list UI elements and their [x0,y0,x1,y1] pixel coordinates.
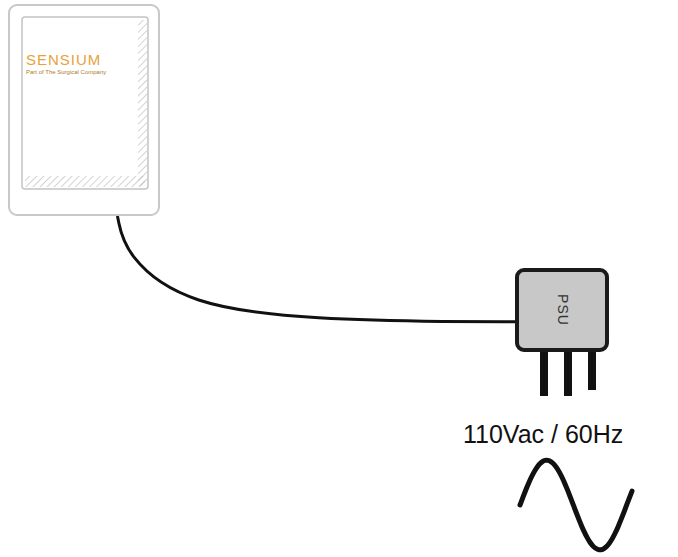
psu-box: PSU [515,268,609,352]
plug-pin [540,350,548,396]
screen-frame [22,17,148,189]
psu-text: PSU [554,294,569,326]
power-cable [117,216,515,322]
screen-shading [25,176,145,187]
sine-wave [520,460,632,550]
screen-shading [138,20,147,186]
brand-logo: SENSIUM [26,52,101,69]
brand-subtitle: Part of The Surgical Company [26,69,106,76]
voltage-label: 110Vac / 60Hz [463,420,623,449]
plug-pin [564,350,572,396]
plug-pin [588,350,596,390]
tablet-device: SENSIUMPart of The Surgical Company [8,4,160,216]
